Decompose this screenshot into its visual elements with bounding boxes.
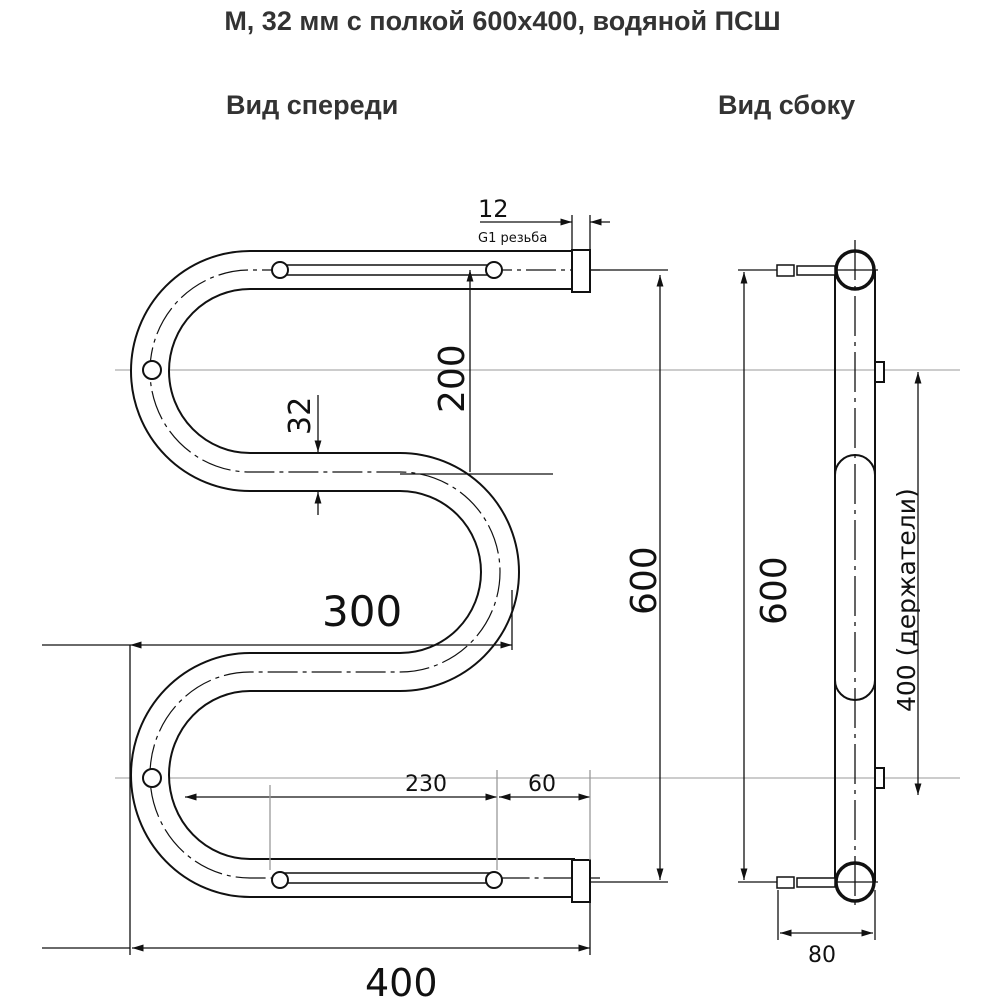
dim-height: 600	[624, 546, 665, 615]
top-fitting	[571, 249, 591, 293]
top-shelf-slot	[279, 264, 495, 276]
dim-holders: 400 (держатели)	[892, 488, 921, 712]
towel-dryer-front	[130, 249, 600, 903]
dim-shelf-length: 230	[405, 772, 447, 797]
front-dimensions	[42, 215, 668, 955]
bottom-shelf-slot	[279, 872, 495, 884]
drawing-title: М, 32 мм с полкой 600х400, водяной ПСШ	[224, 6, 781, 36]
dim-thread-label: G1 резьба	[478, 231, 547, 246]
holder-hole	[142, 360, 162, 380]
bottom-fitting	[571, 859, 591, 903]
dim-depth: 80	[808, 943, 836, 968]
side-view-label: Вид сбоку	[718, 90, 856, 120]
side-dimensions	[738, 240, 922, 940]
dim-end-offset: 60	[528, 772, 556, 797]
dim-side-height: 600	[754, 556, 795, 625]
dim-bend-width: 300	[322, 587, 402, 636]
dim-thread-width: 12	[478, 195, 509, 223]
dim-total-width: 400	[365, 961, 438, 1005]
axis-lines	[115, 369, 960, 779]
dim-step: 200	[432, 344, 473, 413]
holder-hole	[142, 768, 162, 788]
front-view-label: Вид спереди	[226, 90, 399, 120]
dim-pipe-diameter: 32	[283, 397, 318, 435]
